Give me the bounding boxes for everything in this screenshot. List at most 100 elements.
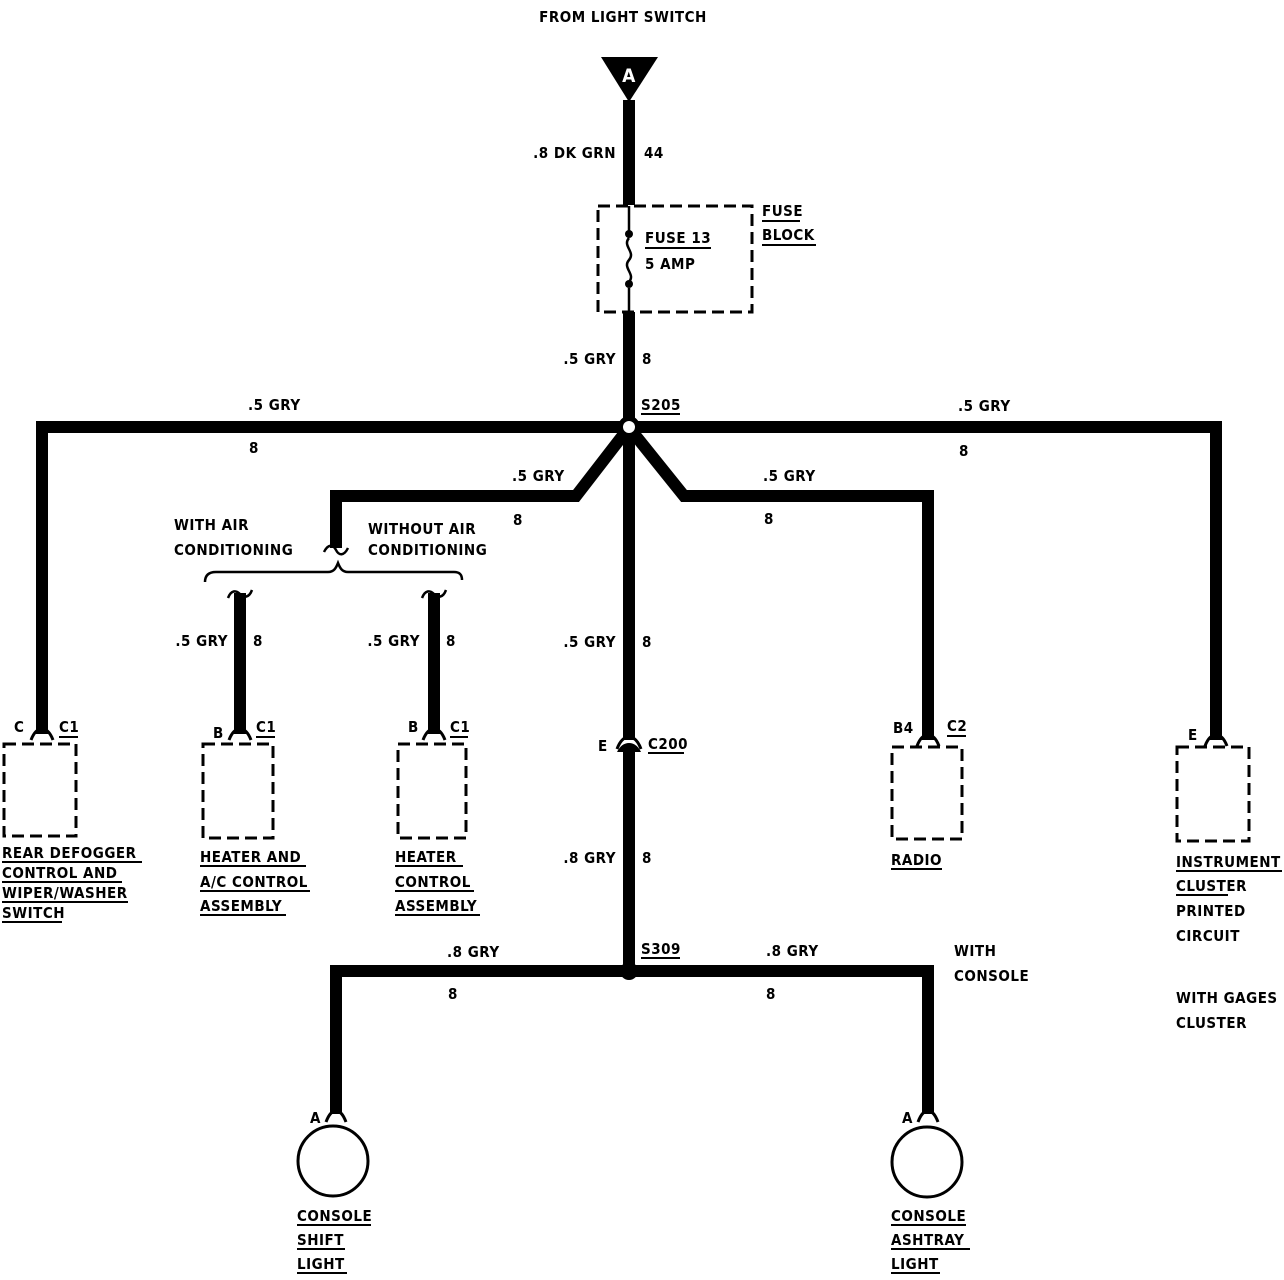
console-ashtray-label-3: LIGHT (891, 1255, 939, 1273)
source-label: FROM LIGHT SWITCH (539, 8, 707, 26)
splice-s205-dot-center (623, 421, 635, 433)
wire-console-right-gauge: .8 GRY (766, 942, 819, 960)
console-shift-bulb (296, 1124, 370, 1198)
rear-defogger-label-3: WIPER/WASHER (2, 884, 128, 902)
cluster-label-1: INSTRUMENT (1176, 853, 1281, 871)
wire-inner-right-circuit: 8 (764, 510, 774, 528)
fuse-block-label-2: BLOCK (762, 226, 815, 244)
option-with-ac-1: WITH AIR (174, 516, 249, 534)
heater-pin: B (408, 718, 419, 736)
console-ashtray-label-1: CONSOLE (891, 1207, 966, 1225)
heater-label-3: ASSEMBLY (395, 897, 477, 915)
rear-defogger-terminal (29, 727, 55, 741)
splice-s205-label: S205 (641, 396, 681, 414)
radio-connector: C2 (947, 717, 967, 735)
fuse-rating: 5 AMP (645, 255, 695, 273)
fuse-output-gauge: .5 GRY (563, 350, 616, 368)
connector-c200-pin: E (598, 737, 608, 755)
wire-console-left-circuit: 8 (448, 985, 458, 1003)
wire-inner-right-branch (626, 426, 934, 740)
splice-s309-dot (620, 962, 638, 980)
cluster-box (1175, 745, 1251, 843)
wire-heater-ac-circuit: 8 (253, 632, 263, 650)
connector-c200-name: C200 (648, 735, 688, 753)
cluster-label-4: CIRCUIT (1176, 927, 1240, 945)
wire-console-right-circuit: 8 (766, 985, 776, 1003)
rear-defogger-pin: C (14, 718, 24, 736)
feed-wire-circuit: 44 (644, 144, 664, 162)
wire-console-right (633, 965, 934, 1114)
source-connector-triangle (601, 57, 658, 102)
cluster-note-2: CLUSTER (1176, 1014, 1247, 1032)
heater-ac-label-2: A/C CONTROL (200, 873, 308, 891)
wire-inner-left-gauge: .5 GRY (512, 467, 565, 485)
radio-pin: B4 (893, 719, 914, 737)
fuse-terminal-top (625, 230, 633, 238)
wire-inner-left-branch (330, 426, 632, 548)
wire-heater-ac-gauge: .5 GRY (175, 632, 228, 650)
option-brace (203, 559, 464, 583)
cluster-note-1: WITH GAGES (1176, 989, 1278, 1007)
option-with-console-1: WITH (954, 942, 996, 960)
radio-terminal (915, 733, 941, 747)
wire-left-gauge: .5 GRY (248, 396, 301, 414)
source-connector-letter: A (622, 65, 636, 87)
console-shift-label-3: LIGHT (297, 1255, 345, 1273)
option-without-ac-1: WITHOUT AIR (368, 520, 476, 538)
console-shift-label-2: SHIFT (297, 1231, 344, 1249)
heater-ac-label-1: HEATER AND (200, 848, 301, 866)
wire-inner-right-gauge: .5 GRY (763, 467, 816, 485)
wire-center-lower-circuit: 8 (642, 849, 652, 867)
option-with-console-2: CONSOLE (954, 967, 1029, 985)
wire-right-circuit: 8 (959, 442, 969, 460)
heater-label-2: CONTROL (395, 873, 471, 891)
wire-break-symbol (322, 544, 350, 556)
wire-left-branch (36, 421, 625, 734)
wire-right-branch (633, 421, 1222, 740)
fuse-element (625, 237, 633, 283)
wire-right-gauge: .5 GRY (958, 397, 1011, 415)
wire-console-left (330, 965, 625, 1114)
rear-defogger-label-1: REAR DEFOGGER (2, 844, 137, 862)
rear-defogger-label-4: SWITCH (2, 904, 65, 922)
cluster-label-3: PRINTED (1176, 902, 1246, 920)
wire-center-upper-circuit: 8 (642, 633, 652, 651)
console-shift-label-1: CONSOLE (297, 1207, 372, 1225)
console-shift-terminal (324, 1109, 348, 1123)
heater-connector: C1 (450, 718, 470, 736)
option-with-ac-2: CONDITIONING (174, 541, 293, 559)
radio-label: RADIO (891, 851, 942, 869)
wire-inner-left-circuit: 8 (513, 511, 523, 529)
heater-ac-terminal (227, 727, 253, 741)
cluster-terminal (1203, 733, 1229, 747)
heater-ac-label-3: ASSEMBLY (200, 897, 282, 915)
heater-ac-pin: B (213, 724, 224, 742)
splice-s309-label: S309 (641, 940, 681, 958)
fuse-output-circuit: 8 (642, 350, 652, 368)
heater-ac-connector: C1 (256, 718, 276, 736)
option-without-ac-2: CONDITIONING (368, 541, 487, 559)
fuse-terminal-bottom (625, 280, 633, 288)
feed-wire-gauge: .8 DK GRN (533, 144, 616, 162)
console-shift-pin: A (310, 1109, 321, 1127)
wire-heater-gauge: .5 GRY (367, 632, 420, 650)
console-ashtray-pin: A (902, 1109, 913, 1127)
wire-console-left-gauge: .8 GRY (447, 943, 500, 961)
heater-box (396, 742, 468, 840)
heater-terminal (421, 727, 447, 741)
heater-label-1: HEATER (395, 848, 457, 866)
cluster-label-2: CLUSTER (1176, 877, 1247, 895)
rear-defogger-box (2, 742, 78, 838)
console-ashtray-label-2: ASHTRAY (891, 1231, 964, 1249)
rear-defogger-connector: C1 (59, 718, 79, 736)
fuse-name: FUSE 13 (645, 229, 711, 247)
wire-center-lower-gauge: .8 GRY (563, 849, 616, 867)
fuse-block-outline (596, 204, 754, 314)
radio-box (890, 745, 964, 841)
connector-c200-male (617, 743, 641, 752)
connector-c200-female (615, 735, 643, 750)
wire-left-circuit: 8 (249, 439, 259, 457)
cluster-pin: E (1188, 726, 1198, 744)
console-ashtray-bulb (890, 1125, 964, 1199)
